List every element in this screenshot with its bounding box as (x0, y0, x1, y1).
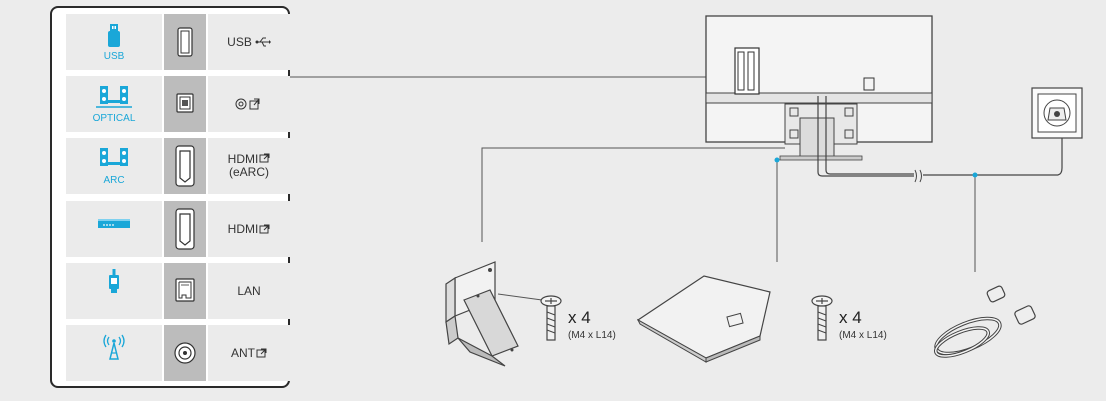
port-row-arc: ARC HDMI (eARC) (66, 138, 290, 194)
ant-port-cell (164, 325, 206, 381)
set-top-box-icon (98, 219, 130, 228)
port-row-lan: LAN (66, 263, 290, 319)
optical-port-icon (176, 93, 194, 113)
port-row-hdmi: HDMI (66, 201, 290, 257)
device-label-usb: USB (103, 51, 125, 62)
stand-base-icon (636, 275, 771, 363)
antenna-icon (103, 334, 125, 360)
port-label-lan: LAN (237, 283, 261, 298)
port-label-cell: USB (208, 14, 290, 70)
device-label-optical: OPTICAL (92, 113, 136, 124)
port-label-usb: USB (227, 34, 252, 49)
usb-symbol-icon (255, 37, 271, 47)
device-cell (66, 201, 162, 257)
base-screw-quantity: x 4 (839, 308, 862, 327)
base-screw-spec: (M4 x L14) (839, 330, 887, 341)
usb-port-icon (177, 27, 193, 57)
lan-port-cell (164, 263, 206, 319)
port-label-cell: ANT (208, 325, 290, 381)
speakers-icon (100, 148, 128, 166)
tv-back (705, 15, 1063, 183)
connection-panel: USB USB (50, 6, 290, 388)
usb-port-cell (164, 14, 206, 70)
lan-port-icon (175, 278, 195, 302)
port-label-hdmi-earc: HDMI (227, 152, 259, 166)
lan-cable-icon (109, 269, 119, 293)
input-symbol-icon (256, 348, 267, 358)
hdmi-port-icon (175, 208, 195, 250)
hdmi-earc-port-cell (164, 138, 206, 194)
stand-screw-quantity: x 4 (568, 308, 591, 327)
port-label-cell: HDMI (208, 201, 290, 257)
input-symbol-icon (259, 224, 270, 234)
screw-icon (811, 295, 833, 341)
device-cell: OPTICAL (66, 76, 162, 132)
stand-screw-spec: (M4 x L14) (568, 330, 616, 341)
port-row-usb: USB USB (66, 14, 290, 70)
power-cord-icon (934, 285, 1036, 358)
device-cell: ARC (66, 138, 162, 194)
device-label-arc: ARC (103, 175, 125, 186)
port-row-optical: OPTICAL (66, 76, 290, 132)
hdmi-port-cell (164, 201, 206, 257)
port-sublabel-earc: (eARC) (228, 165, 269, 179)
speakers-icon (96, 86, 132, 108)
wall-socket-icon (1031, 87, 1083, 139)
usb-drive-icon (108, 24, 120, 47)
port-label-hdmi: HDMI (227, 221, 259, 236)
device-cell: USB (66, 14, 162, 70)
port-label-ant: ANT (231, 345, 255, 360)
stand-pointer-line (481, 147, 785, 242)
optical-symbol-icon (235, 98, 260, 110)
device-cell (66, 325, 162, 381)
device-cell (66, 263, 162, 319)
port-row-ant: ANT (66, 325, 290, 381)
hdmi-port-icon (175, 145, 195, 187)
port-label-cell: LAN (208, 263, 290, 319)
ant-port-icon (174, 342, 196, 364)
port-label-cell (208, 76, 290, 132)
input-symbol-icon (259, 153, 270, 163)
stand-neck-icon (445, 261, 519, 367)
port-label-cell: HDMI (eARC) (208, 138, 290, 194)
optical-port-cell (164, 76, 206, 132)
screw-icon (540, 295, 562, 341)
